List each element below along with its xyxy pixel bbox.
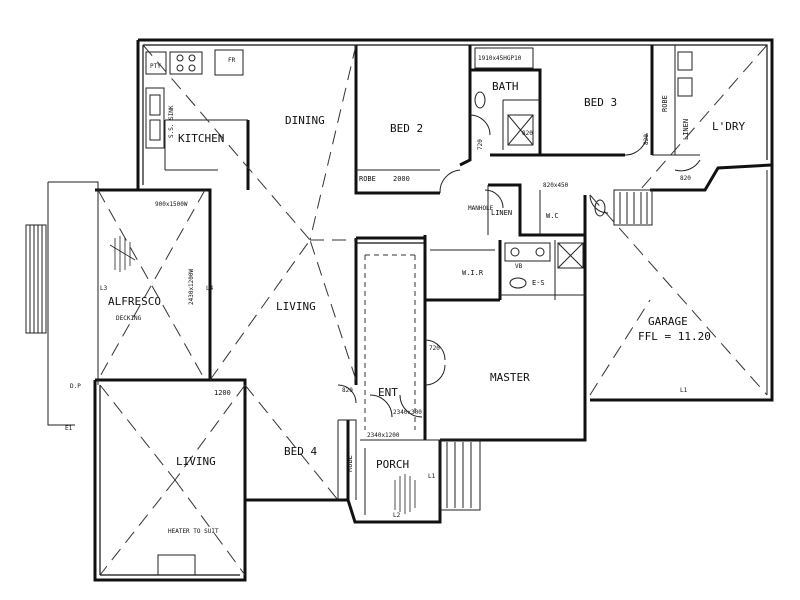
note-d1200: 1200: [214, 389, 231, 397]
label-garage: GARAGE: [648, 315, 688, 328]
note-alfresco-beam: 900x1500W: [155, 201, 188, 208]
label-robe-bed2-size: 2000: [393, 175, 410, 183]
note-l1-porch: L1: [428, 473, 436, 480]
note-l2-porch: L2: [393, 512, 401, 519]
label-bed3: BED 3: [584, 96, 617, 109]
note-l4: L4: [206, 285, 214, 292]
label-robe-bed3: ROBE: [661, 95, 669, 112]
label-linen-bed3: LINEN: [682, 119, 690, 140]
label-living-lower: LIVING: [176, 455, 216, 468]
note-ent-size-a: 2340x300: [393, 409, 422, 416]
note-l3: L3: [100, 285, 108, 292]
note-e1: E1: [65, 425, 73, 432]
interior-walls: [25, 45, 700, 515]
hatch-porch: [394, 474, 416, 514]
note-wc-top: 820x450: [543, 182, 569, 189]
porch-stairs: [439, 439, 481, 511]
note-ent-size-b: 2340x1200: [367, 432, 400, 439]
label-dining: DINING: [285, 114, 325, 127]
note-d820-bed4: 820: [342, 387, 353, 394]
label-linen-hall: LINEN: [491, 209, 512, 217]
hatch-alfresco: [109, 236, 136, 272]
note-fr: FR: [228, 57, 236, 64]
label-wc: W.C: [546, 212, 559, 220]
note-d820-ldry: 820: [680, 175, 691, 182]
label-garage-ffl: FFL = 11.20: [638, 330, 711, 343]
doors: [337, 114, 701, 418]
label-ldry: L'DRY: [712, 120, 745, 133]
label-bed2: BED 2: [390, 122, 423, 135]
label-ent: ENT: [378, 386, 398, 399]
kitchen-fittings: [145, 49, 244, 149]
note-alfresco-side: 2430x1200W: [188, 268, 195, 305]
note-d720-bed2: 720: [477, 139, 484, 150]
label-robe-bed4: ROBE: [346, 455, 354, 472]
label-robe-bed2: ROBE: [359, 175, 376, 183]
label-kitchen: KITCHEN: [178, 132, 224, 145]
note-pty: PTY: [150, 63, 161, 70]
label-porch: PORCH: [376, 458, 409, 471]
annotations: PTY FR S.S. SINK 1910x45HGP10 720 820 82…: [65, 55, 691, 519]
note-sink: S.S. SINK: [168, 105, 175, 138]
label-master: MASTER: [490, 371, 530, 384]
label-es: E-S: [532, 279, 545, 287]
label-decking: DECKING: [116, 315, 142, 322]
note-vb: VB: [515, 263, 523, 270]
label-manhole: MANHOLE: [468, 205, 494, 212]
label-wir: W.I.R: [462, 269, 484, 277]
note-l1-garage: L1: [680, 387, 688, 394]
note-dp: D.P: [70, 383, 81, 390]
bath-fittings: [474, 47, 693, 289]
note-bath-size: 1910x45HGP10: [478, 55, 522, 62]
label-alfresco: ALFRESCO: [108, 295, 161, 308]
note-d820-bed3: 820: [643, 134, 650, 145]
deck-boards: [25, 224, 47, 334]
note-d820-bath: 820: [522, 130, 533, 137]
note-d720-master: 720: [429, 345, 440, 352]
room-labels: KITCHEN DINING BED 2 BATH BED 3 ROBE LIN…: [108, 80, 745, 535]
roof-lines: [97, 44, 768, 576]
label-living-main: LIVING: [276, 300, 316, 313]
heater: [157, 554, 196, 575]
label-bath: BATH: [492, 80, 519, 93]
garage-stairs: [613, 189, 653, 226]
label-heater: HEATER TO SUIT: [168, 528, 219, 535]
label-bed4: BED 4: [284, 445, 317, 458]
